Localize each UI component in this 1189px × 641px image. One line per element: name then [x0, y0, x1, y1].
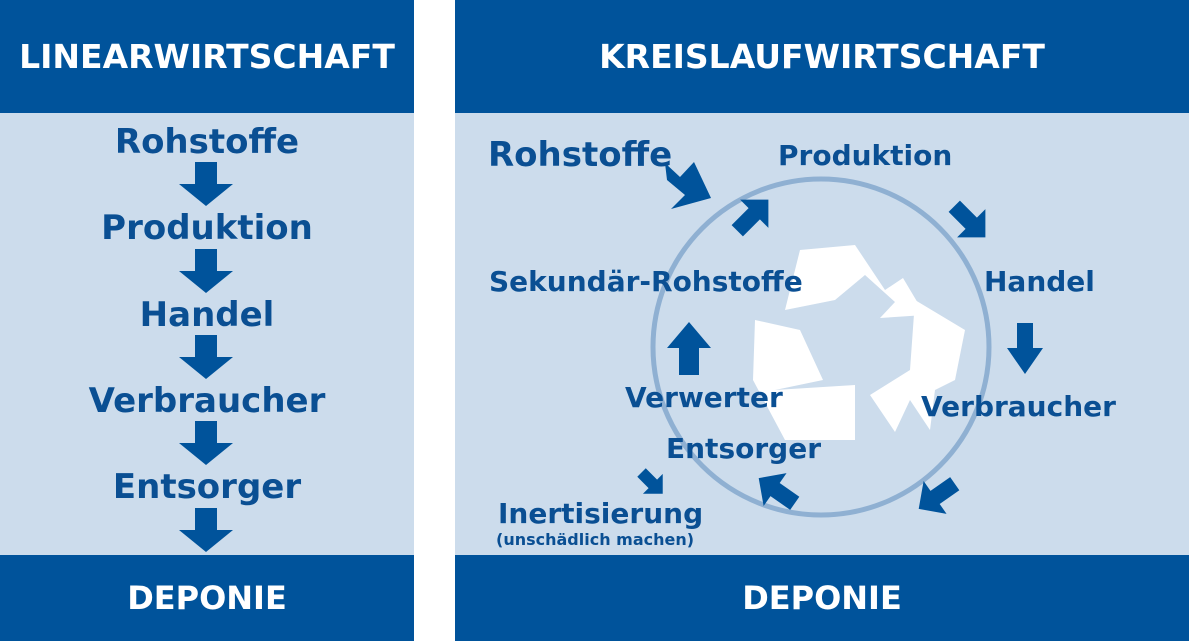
cycle-arrow-icon	[948, 200, 986, 238]
cycle-arrow-icon	[731, 199, 769, 237]
linear-step-entsorger: Entsorger	[112, 467, 302, 507]
circular-verbraucher: Verbraucher	[921, 390, 1116, 423]
circular-handel: Handel	[984, 265, 1095, 298]
down-arrow-icon	[179, 249, 233, 293]
cycle-arrow-icon	[918, 477, 960, 514]
cycle-arrow-icon	[637, 468, 663, 494]
recycle-symbol-icon	[753, 245, 965, 440]
circular-title: KREISLAUFWIRTSCHAFT	[455, 0, 1189, 113]
down-arrow-icon	[179, 162, 233, 206]
cycle-graphic	[637, 162, 1043, 518]
circular-inertisierung-note: (unschädlich machen)	[496, 530, 695, 549]
circular-economy-panel: KREISLAUFWIRTSCHAFT	[455, 0, 1189, 641]
circular-sekundaer-rohstoffe: Sekundär-Rohstoffe	[489, 265, 803, 298]
circular-verwerter: Verwerter	[625, 381, 783, 414]
cycle-arrow-icon	[667, 322, 711, 375]
circular-produktion: Produktion	[778, 139, 953, 172]
linear-step-handel: Handel	[139, 295, 275, 335]
down-arrow-icon	[179, 508, 233, 552]
linear-economy-panel: LINEARWIRTSCHAFT Rohstoffe Produktion Ha…	[0, 0, 414, 641]
circular-footer-deponie: DEPONIE	[455, 555, 1189, 641]
circular-inertisierung: Inertisierung	[498, 497, 704, 530]
circular-entsorger: Entsorger	[666, 432, 821, 465]
linear-title: LINEARWIRTSCHAFT	[0, 0, 414, 113]
cycle-arrow-icon	[1007, 323, 1043, 374]
linear-footer-deponie: DEPONIE	[0, 555, 414, 641]
linear-step-verbraucher: Verbraucher	[88, 381, 326, 421]
down-arrow-icon	[179, 421, 233, 465]
cycle-ring	[650, 176, 992, 518]
linear-arrows	[179, 162, 233, 552]
linear-step-produktion: Produktion	[101, 208, 313, 248]
down-arrow-icon	[179, 335, 233, 379]
circular-rohstoffe: Rohstoffe	[488, 135, 673, 175]
cycle-arrow-icon	[665, 162, 711, 209]
cycle-arrow-icon	[758, 473, 800, 510]
linear-step-rohstoffe: Rohstoffe	[114, 122, 300, 162]
